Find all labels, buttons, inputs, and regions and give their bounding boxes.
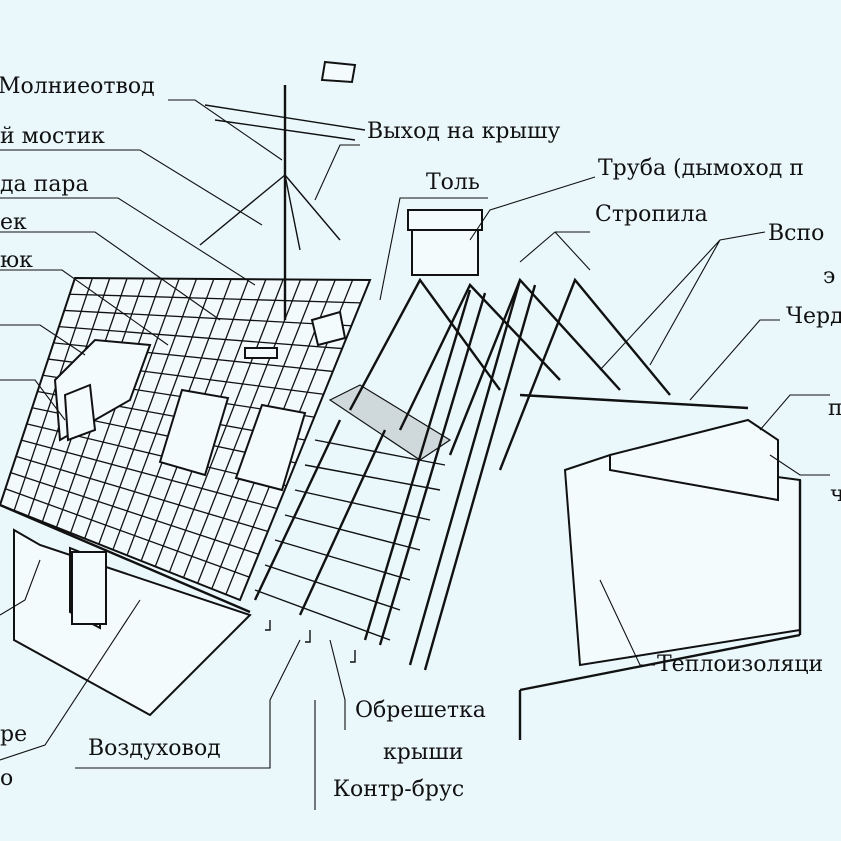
label-left-bottom-2: о <box>0 766 14 791</box>
right-floor-edge <box>519 633 801 692</box>
tile-column-line <box>182 279 302 578</box>
tile-column-line <box>98 278 198 545</box>
rear-gable <box>609 418 779 502</box>
dormer-window <box>63 383 97 442</box>
tile-column-line <box>168 279 284 573</box>
label-lightning-rod: Молниеотвод <box>0 74 155 99</box>
battens <box>253 419 446 641</box>
tile-row-line <box>15 455 269 533</box>
label-battens-2: крыши <box>383 740 464 765</box>
leader-lines <box>0 99 830 810</box>
label-counter-batten: Контр-брус <box>333 777 465 802</box>
wall-window <box>71 551 107 625</box>
rear-beam <box>519 393 749 410</box>
tile-row-line <box>21 439 278 510</box>
label-right4: ч <box>830 482 841 507</box>
skylight-right <box>234 403 307 492</box>
skylight-left <box>158 388 230 477</box>
label-eave: юк <box>0 248 33 273</box>
roof-exit-hatch <box>310 310 347 347</box>
label-bridge: й мостик <box>0 124 105 149</box>
label-aux: Вспо <box>768 221 825 246</box>
label-vapor: да пара <box>0 172 89 197</box>
label-right3: п <box>828 396 841 421</box>
label-air-duct: Воздуховод <box>88 736 221 761</box>
tile-column-line <box>84 278 180 539</box>
label-roof-exit: Выход на крышу <box>367 119 561 144</box>
tile-row-line <box>69 293 361 304</box>
gutter <box>0 503 251 614</box>
label-aux2: э <box>823 264 836 289</box>
tile-row-line <box>5 488 250 578</box>
tile-row-line <box>58 325 343 350</box>
label-ridge: ек <box>0 210 27 235</box>
chimney-cap <box>407 209 483 231</box>
label-tar-paper: Толь <box>426 170 480 195</box>
tile-row-line <box>10 471 259 555</box>
label-battens-1: Обрешетка <box>355 698 486 723</box>
rafters <box>348 277 671 671</box>
tile-row-line <box>64 309 352 327</box>
gutter-hooks <box>265 620 356 663</box>
label-rafters: Стропила <box>595 202 708 227</box>
label-left-bottom-1: ре <box>0 722 28 747</box>
tile-column-line <box>112 278 215 550</box>
roof-vent <box>244 347 278 359</box>
tile-column-line <box>13 277 93 511</box>
label-chimney: Труба (дымоход п <box>598 156 804 181</box>
label-attic: Черд <box>786 304 841 329</box>
label-insulation: Теплоизоляци <box>657 652 824 677</box>
antenna <box>199 60 366 320</box>
insulation-layer <box>328 384 452 461</box>
